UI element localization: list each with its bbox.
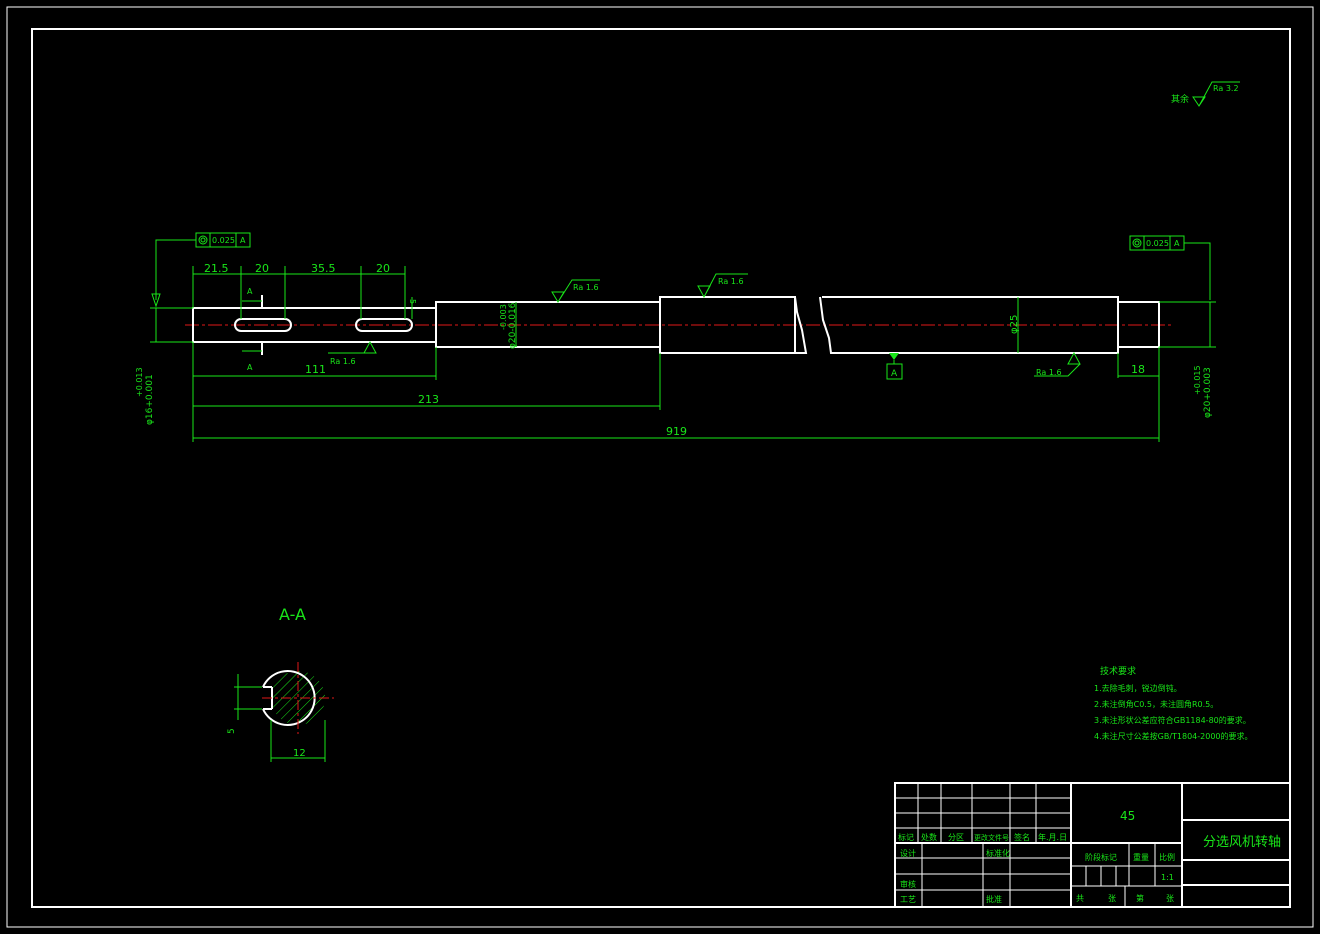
tech-req-item-2: 2.未注倒角C0.5，未注圆角R0.5。 bbox=[1094, 699, 1218, 709]
keyway-right bbox=[355, 318, 413, 332]
tb-scale: 1:1 bbox=[1161, 873, 1174, 882]
dim-21-5: 21.5 bbox=[204, 262, 229, 275]
tb-header-change: 更改文件号 bbox=[974, 833, 1009, 842]
tech-req-item-3: 3.未注形状公差应符合GB1184-80的要求。 bbox=[1094, 715, 1251, 725]
dim-20-b: 20 bbox=[376, 262, 390, 275]
tb-standardize: 标准化 bbox=[986, 848, 1010, 858]
tb-page: 第 bbox=[1136, 893, 1144, 903]
tb-ratio: 比例 bbox=[1159, 852, 1175, 862]
dim-dia-mid-upper: -0.003 bbox=[499, 304, 508, 330]
tb-total: 共 bbox=[1076, 894, 1084, 903]
tolerance-left-value: 0.025 bbox=[212, 236, 235, 245]
tb-approve: 批准 bbox=[986, 894, 1002, 904]
tb-design: 设计 bbox=[900, 848, 916, 858]
dim-dia-mid: φ20-0.016 bbox=[508, 302, 518, 349]
dim-dia-25: φ25 bbox=[1009, 315, 1020, 334]
section-cut-marks: A A bbox=[242, 287, 263, 372]
title-block: 标记 处数 分区 更改文件号 签名 年.月.日 设计 标准化 审核 工艺 批准 … bbox=[894, 782, 1291, 908]
section-view-title: A-A bbox=[279, 605, 306, 624]
tb-weight: 重量 bbox=[1133, 852, 1149, 862]
surface-finish-note: 其余 Ra 3.2 bbox=[1171, 81, 1240, 107]
outer-border bbox=[6, 6, 1314, 928]
tb-part-name: 分选风机转轴 bbox=[1203, 835, 1281, 850]
tb-sheets: 张 bbox=[1108, 894, 1116, 903]
dim-dia-left-upper: +0.013 bbox=[135, 367, 144, 397]
dim-keyway-depth: 5 bbox=[408, 299, 417, 304]
inner-frame bbox=[31, 28, 1291, 908]
dim-213: 213 bbox=[418, 393, 439, 406]
dim-dia-left: φ16+0.001 bbox=[145, 374, 155, 425]
tb-header-count: 处数 bbox=[921, 832, 937, 842]
tolerance-frame-left: 0.025 A bbox=[151, 232, 251, 308]
tech-req-title: 技术要求 bbox=[1100, 665, 1136, 677]
tolerance-right-value: 0.025 bbox=[1146, 239, 1169, 248]
section-dim-width: 12 bbox=[293, 748, 306, 759]
dim-111: 111 bbox=[305, 363, 326, 376]
datum-label: A bbox=[891, 369, 898, 379]
dim-20-a: 20 bbox=[255, 262, 269, 275]
tb-header-date: 年.月.日 bbox=[1038, 832, 1067, 842]
roughness-1: Ra 1.6 bbox=[573, 283, 599, 292]
tb-header-zone: 分区 bbox=[948, 833, 964, 842]
tech-req-item-4: 4.未注尺寸公差按GB/T1804-2000的要求。 bbox=[1094, 731, 1253, 741]
section-dim-depth: 5 bbox=[227, 728, 237, 734]
roughness-3: Ra 1.6 bbox=[330, 357, 356, 366]
tb-process: 工艺 bbox=[900, 895, 916, 904]
roughness-4: Ra 1.6 bbox=[1036, 368, 1062, 377]
top-dimensions: 21.5 20 35.5 20 5 bbox=[192, 262, 417, 319]
roughness-symbols: Ra 1.6 Ra 1.6 Ra 1.6 Ra 1.6 bbox=[328, 273, 1081, 377]
roughness-2: Ra 1.6 bbox=[718, 277, 744, 286]
tb-sheet2: 张 bbox=[1166, 894, 1174, 903]
dim-919: 919 bbox=[666, 425, 687, 438]
dim-18: 18 bbox=[1131, 363, 1145, 376]
surface-note-value: Ra 3.2 bbox=[1213, 84, 1239, 93]
keyway-left bbox=[234, 318, 292, 332]
section-mark-bottom: A bbox=[247, 363, 253, 372]
technical-requirements: 技术要求 1.去除毛刺，锐边倒钝。 2.未注倒角C0.5，未注圆角R0.5。 3… bbox=[1094, 665, 1253, 741]
dim-dia-right: φ20+0.003 bbox=[1203, 367, 1213, 418]
tolerance-right-datum: A bbox=[1174, 239, 1180, 248]
dim-35-5: 35.5 bbox=[311, 262, 336, 275]
shaft-outline bbox=[192, 296, 1160, 354]
tolerance-frame-right: 0.025 A bbox=[1129, 235, 1211, 300]
tb-material: 45 bbox=[1120, 809, 1135, 823]
tolerance-left-datum: A bbox=[240, 236, 246, 245]
datum-feature: A bbox=[886, 353, 903, 380]
tb-review: 审核 bbox=[900, 879, 916, 889]
length-dimensions: 111 213 919 18 bbox=[192, 342, 1160, 442]
diameter-dimensions: φ16+0.001 +0.013 φ20-0.016 -0.003 φ25 φ2… bbox=[135, 297, 1216, 425]
section-mark-top: A bbox=[247, 287, 253, 296]
surface-note-label: 其余 bbox=[1171, 93, 1189, 105]
tb-header-sign: 签名 bbox=[1014, 832, 1030, 842]
tech-req-item-1: 1.去除毛刺，锐边倒钝。 bbox=[1094, 683, 1182, 693]
section-view: A-A 12 5 bbox=[227, 605, 334, 762]
tb-header-mark: 标记 bbox=[898, 832, 914, 842]
dim-dia-right-upper: +0.015 bbox=[1193, 365, 1202, 395]
tb-stage-mark: 阶段标记 bbox=[1085, 852, 1117, 862]
